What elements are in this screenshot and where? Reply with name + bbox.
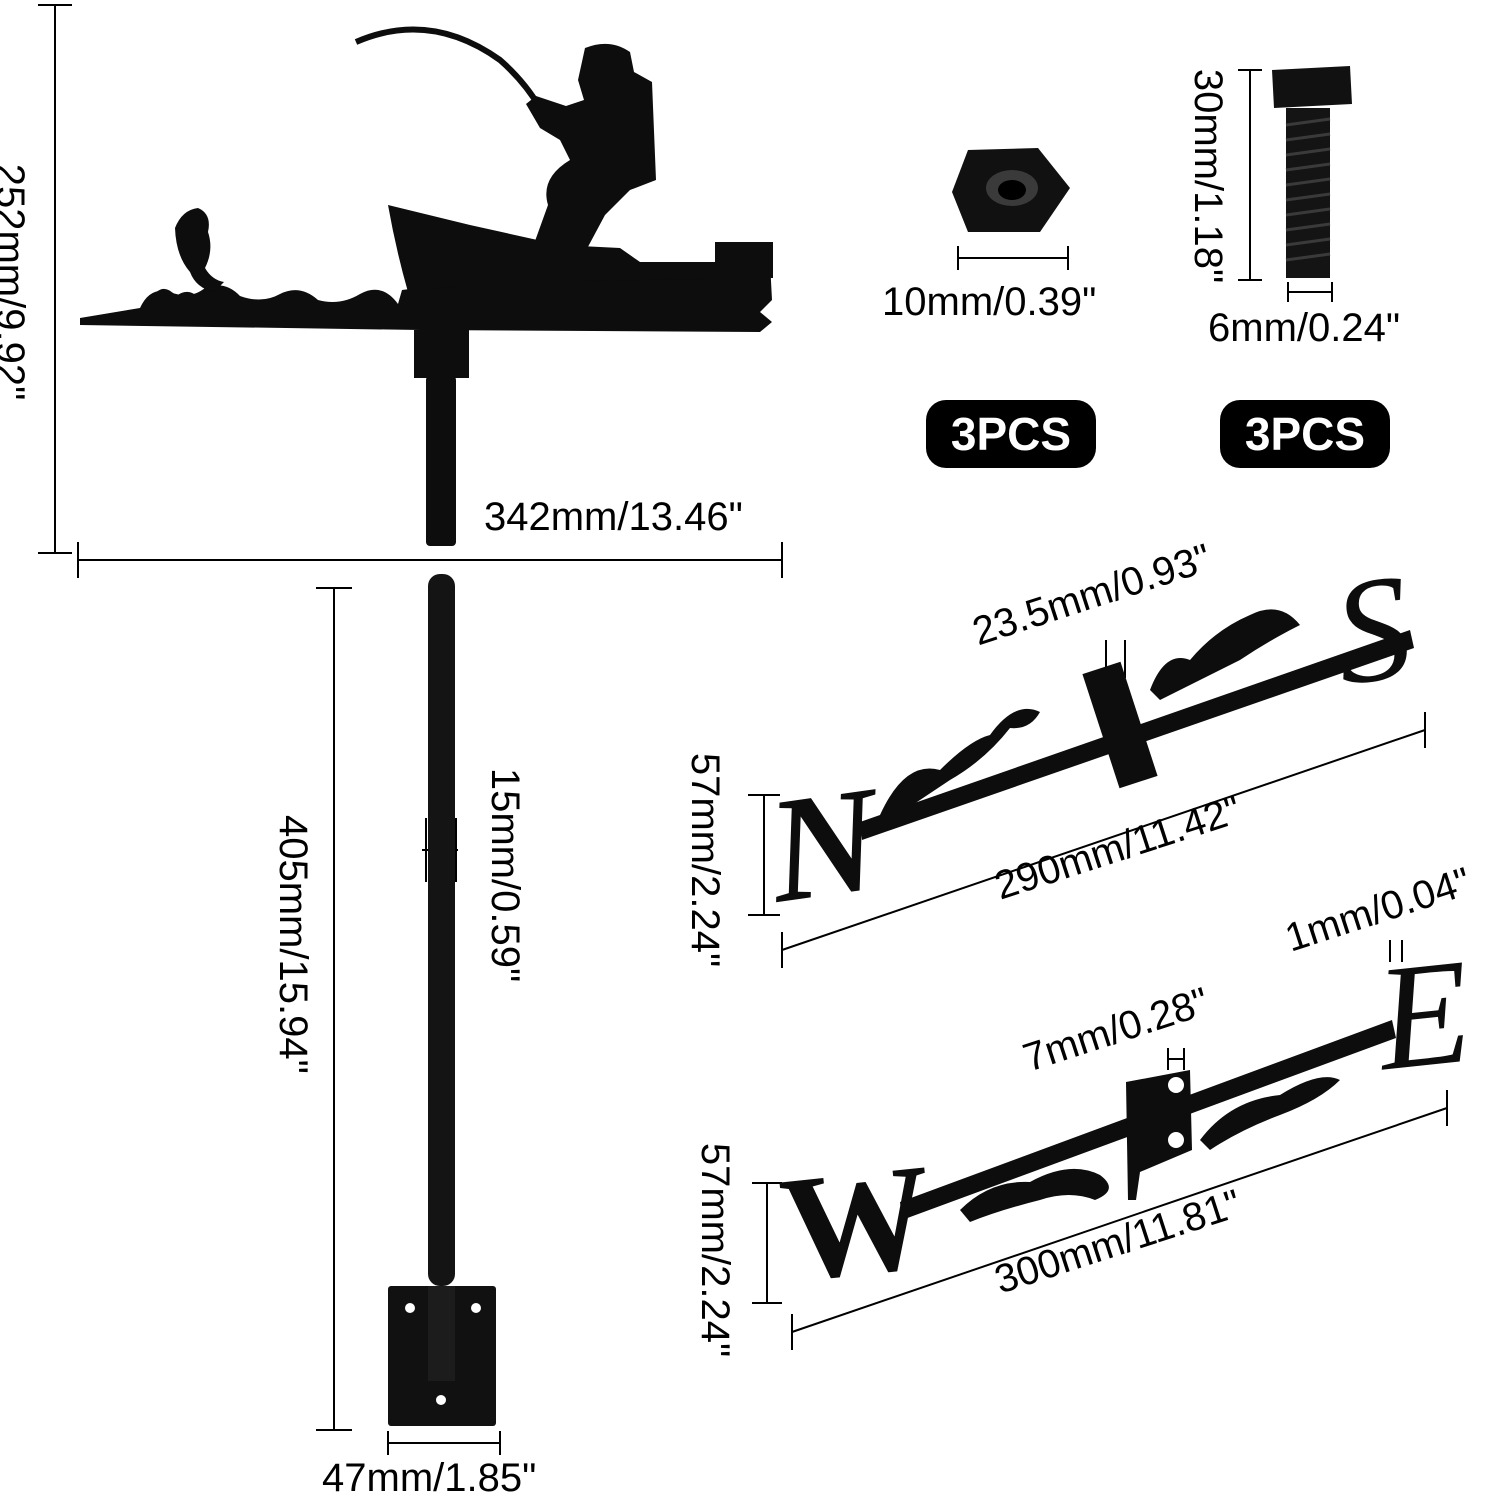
bolt-length-dimension-line — [1238, 69, 1262, 281]
vane-height-dimension-line — [38, 4, 72, 554]
north-south-arm — [860, 609, 1414, 840]
ns-arm-scroll-right — [1150, 609, 1300, 700]
bolt-length-label: 30mm/1.18" — [1186, 68, 1230, 284]
base-width-dimension-line — [387, 1431, 501, 1455]
we-arm-center-bracket — [1126, 1070, 1192, 1200]
bolt-quantity-badge: 3PCS — [1220, 400, 1390, 468]
hex-bolt — [1272, 66, 1352, 278]
we-letter-height-label: 57mm/2.24" — [693, 1142, 737, 1358]
jumping-fish — [175, 208, 224, 292]
vane-mount-sleeve — [414, 330, 469, 378]
east-letter: E — [1369, 927, 1479, 1103]
west-east-arm — [900, 1020, 1396, 1222]
ns-arm-scroll-left — [880, 708, 1040, 820]
north-letter: N — [758, 755, 890, 935]
boat-motor — [715, 242, 773, 278]
we-hole-dimension-line — [1167, 1048, 1185, 1070]
we-length-dimension-line — [791, 1090, 1448, 1350]
vane-width-dimension-line — [77, 542, 783, 578]
fisherman-silhouette — [526, 43, 656, 263]
ns-arm-center-bracket — [1082, 661, 1158, 789]
ns-letter-height-dimension-line — [748, 794, 780, 916]
ns-letter-height-label: 57mm/2.24" — [683, 752, 727, 968]
we-thickness-dimension-line — [1389, 940, 1403, 962]
bolt-diameter-dimension-line — [1287, 282, 1333, 302]
ns-length-dimension-line — [781, 712, 1426, 968]
west-letter: W — [773, 1132, 941, 1314]
fishing-rod — [354, 26, 543, 110]
wave-splash — [150, 288, 200, 300]
pole-diameter-label: 15mm/0.59" — [483, 767, 527, 983]
nut-size-label: 10mm/0.39" — [882, 280, 1097, 324]
nut-dimension-line — [957, 246, 1069, 270]
base-width-label: 47mm/1.85" — [322, 1456, 537, 1500]
vane-width-label: 342mm/13.46" — [484, 495, 743, 539]
bolt-diameter-label: 6mm/0.24" — [1208, 306, 1401, 350]
we-arm-scroll-left — [960, 1168, 1109, 1222]
fisherman-weathervane — [80, 26, 773, 546]
vane-height-label: 252mm/9.92" — [0, 163, 32, 401]
nut-quantity-badge: 3PCS — [926, 400, 1096, 468]
pole-length-label: 405mm/15.94" — [271, 815, 315, 1074]
mounting-pole — [388, 574, 496, 1426]
pole-length-dimension-line — [316, 587, 352, 1431]
vane-mount-post — [426, 376, 456, 546]
we-arm-scroll-right — [1200, 1077, 1340, 1150]
hex-nut — [952, 148, 1070, 232]
we-letter-height-dimension-line — [752, 1182, 782, 1304]
